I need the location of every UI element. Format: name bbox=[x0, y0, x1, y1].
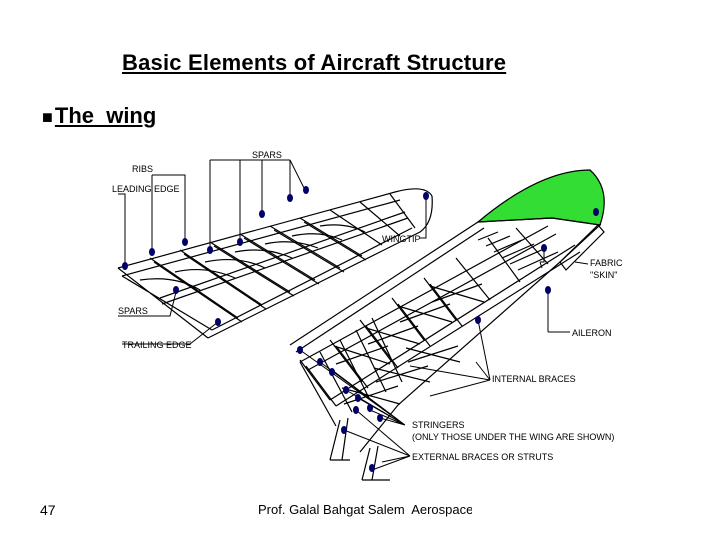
callout-dots bbox=[122, 186, 599, 472]
label-aileron: AILERON bbox=[572, 328, 612, 338]
page-number: 47 bbox=[40, 502, 56, 518]
label-external-braces: EXTERNAL BRACES OR STRUTS bbox=[412, 452, 553, 462]
bullet-text: The wing bbox=[54, 103, 157, 128]
label-spars-top: SPARS bbox=[252, 150, 282, 160]
label-spars-left: SPARS bbox=[118, 306, 148, 316]
label-stringers-note: (ONLY THOSE UNDER THE WING ARE SHOWN) bbox=[412, 432, 614, 442]
right-wing-frame bbox=[289, 169, 605, 481]
label-skin: "SKIN" bbox=[590, 270, 617, 280]
label-internal-braces: INTERNAL BRACES bbox=[492, 374, 576, 384]
square-bullet-icon: ■ bbox=[42, 107, 53, 127]
label-leading-edge: LEADING EDGE bbox=[112, 184, 180, 194]
label-fabric: FABRIC bbox=[590, 258, 623, 268]
left-wing-frame bbox=[117, 188, 433, 339]
label-wingtip: WINGTIP bbox=[382, 234, 421, 244]
footer-author: Prof. Galal Bahgat Salem Aerospace bbox=[258, 502, 472, 517]
label-trailing-edge: TRAILING EDGE bbox=[122, 340, 192, 350]
bullet-item: ■The wing bbox=[42, 103, 156, 129]
callout-lines bbox=[118, 159, 589, 471]
diagram-labels: SPARS RIBS LEADING EDGE WINGTIP SPARS TR… bbox=[112, 150, 623, 462]
label-ribs: RIBS bbox=[132, 164, 153, 174]
label-stringers: STRINGERS bbox=[412, 420, 465, 430]
slide-title: Basic Elements of Aircraft Structure bbox=[122, 50, 507, 75]
